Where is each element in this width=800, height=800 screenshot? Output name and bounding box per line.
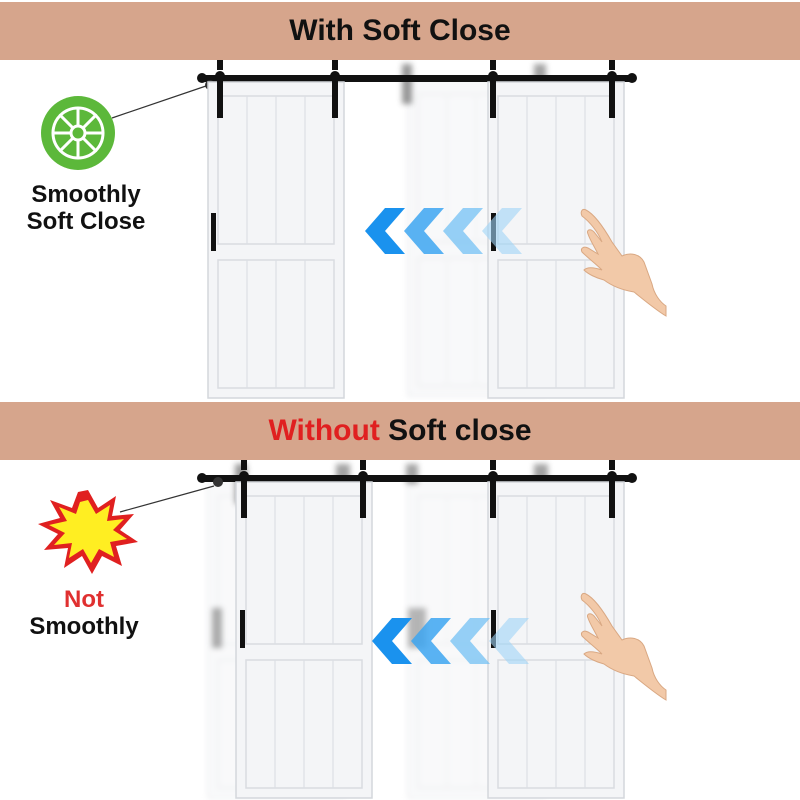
door-handle bbox=[240, 610, 245, 648]
caption-line-2: Soft Close bbox=[26, 208, 146, 235]
caption-line-2: Smoothly bbox=[29, 613, 139, 640]
door-left bbox=[235, 481, 373, 799]
caption-not-smoothly: Not Smoothly bbox=[10, 586, 158, 640]
banner-without-soft-close: Without Soft close bbox=[0, 402, 800, 460]
scene-without-soft-close: Not Smoothly bbox=[0, 460, 800, 800]
banner-with-soft-close: With Soft Close bbox=[0, 2, 800, 60]
banner-title: With Soft Close bbox=[289, 14, 511, 47]
wheel-icon bbox=[41, 96, 115, 170]
caption-line-1: Not bbox=[64, 586, 104, 613]
door-left bbox=[207, 81, 345, 399]
caption-line-1: Smoothly bbox=[31, 181, 141, 208]
scene-with-soft-close: Smoothly Soft Close bbox=[0, 60, 800, 400]
burst-icon bbox=[38, 490, 138, 574]
banner-title-rest: Soft close bbox=[379, 414, 532, 447]
barn-door-rail bbox=[198, 475, 636, 482]
barn-door-rail bbox=[198, 75, 636, 82]
door-handle bbox=[491, 610, 496, 648]
door-handle bbox=[211, 213, 216, 251]
caption-smoothly-soft-close: Smoothly Soft Close bbox=[10, 181, 162, 235]
no-damper bbox=[213, 477, 223, 487]
banner-title-highlight: Without bbox=[268, 414, 380, 447]
